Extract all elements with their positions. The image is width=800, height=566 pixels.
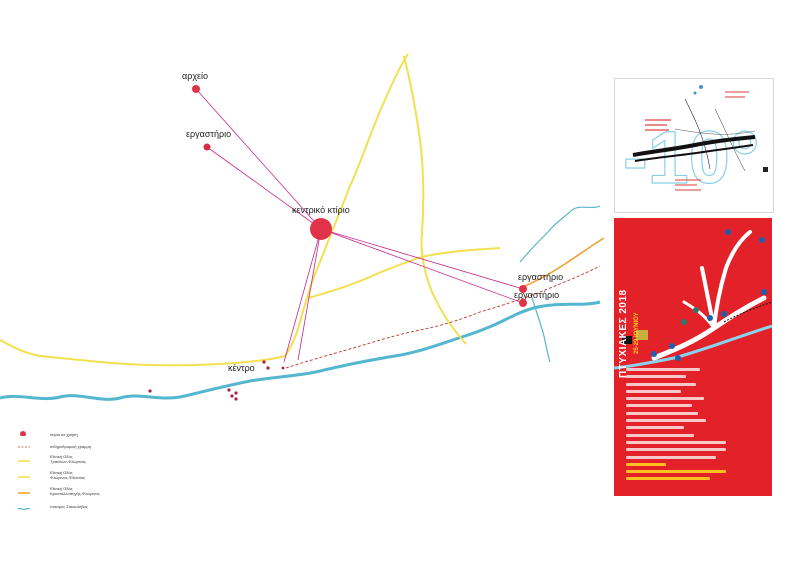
poster-big-text: -10° xyxy=(623,116,760,199)
workshop-2-building[interactable] xyxy=(519,285,527,293)
legend-item: κτίρια σε χρήση xyxy=(10,428,170,446)
road-connector xyxy=(307,247,501,299)
label-main-building: κεντρικό κτίριο xyxy=(292,205,350,215)
center-building xyxy=(234,397,238,401)
river xyxy=(0,300,601,401)
poster-map-artwork xyxy=(614,229,772,370)
center-building xyxy=(234,391,238,395)
center-building xyxy=(266,366,270,370)
legend-text: Εθνική Οδός Κρυσταλλοπηγής-Φλώρινας xyxy=(50,486,100,497)
river-branch-south xyxy=(531,297,551,363)
railway-line xyxy=(285,265,601,369)
label-archive: αρχείο xyxy=(182,71,209,81)
center-building xyxy=(148,389,152,393)
poster-thumbnail-ptyxiakes[interactable]: ΠΤΥΧΙΑΚΕΣ 2018 25-29 ΙΟΥΝΙΟΥ xyxy=(614,218,772,496)
poster-text-block xyxy=(626,368,726,485)
legend-text: κτίρια σε χρήση xyxy=(50,432,78,437)
label-workshop-2: εργαστήριο xyxy=(518,272,564,282)
railway-line-icon xyxy=(18,446,30,448)
river-branch-north xyxy=(519,205,601,263)
building-dot-icon xyxy=(20,431,26,436)
road-krystallopigi-florina xyxy=(519,237,605,289)
road-yellow-icon xyxy=(18,476,30,478)
legend-item: Εθνική Οδός Τρικάλων-Φλώρινας xyxy=(10,454,170,472)
connection-workshop-3 xyxy=(320,228,524,304)
center-building xyxy=(227,388,231,392)
legend-text: σιδηροδρομική γραμμή xyxy=(50,444,91,449)
center-building xyxy=(230,394,234,398)
workshop-3-building[interactable] xyxy=(519,299,527,307)
center-buildings[interactable] xyxy=(148,360,285,401)
connection-center-b xyxy=(297,228,322,361)
center-building xyxy=(281,366,285,370)
connection-workshop-2 xyxy=(320,228,524,290)
connection-center-a xyxy=(283,228,322,363)
poster-title: ΠΤΥΧΙΑΚΕΣ 2018 xyxy=(618,289,629,378)
connection-archive xyxy=(195,88,322,230)
legend-text: Εθνική Οδός Φλώρινας-Έδεσσας xyxy=(50,470,86,481)
connection-workshop-1 xyxy=(206,146,322,230)
label-center: κέντρο xyxy=(228,363,255,373)
connection-lines xyxy=(195,88,524,363)
legend-text: ποταμός Σακουλέβας xyxy=(50,504,88,509)
legend-text: Εθνική Οδός Τρικάλων-Φλώρινας xyxy=(50,454,86,465)
legend-item: ποταμός Σακουλέβας xyxy=(10,502,170,520)
poster-artwork: -10° xyxy=(622,85,768,200)
road-trikala-florina xyxy=(0,53,409,367)
workshop-1-building[interactable] xyxy=(203,143,211,151)
river-icon xyxy=(18,507,30,511)
poster-date: 25-29 ΙΟΥΝΙΟΥ xyxy=(634,312,640,354)
road-yellow-icon xyxy=(18,460,30,462)
center-building xyxy=(262,360,266,364)
road-florina-edessa xyxy=(403,55,467,345)
poster-thumbnail-minus-10[interactable]: -10° xyxy=(614,78,774,213)
label-workshop-3: εργαστήριο xyxy=(514,290,560,300)
archive-building[interactable] xyxy=(192,85,200,93)
main-building[interactable] xyxy=(310,218,332,240)
label-workshop-1: εργαστήριο xyxy=(186,129,232,139)
legend-item: σιδηροδρομική γραμμή xyxy=(10,440,170,458)
road-orange-icon xyxy=(18,492,30,494)
legend-item: Εθνική Οδός Κρυσταλλοπηγής-Φλώρινας xyxy=(10,486,170,504)
legend-item: Εθνική Οδός Φλώρινας-Έδεσσας xyxy=(10,470,170,488)
